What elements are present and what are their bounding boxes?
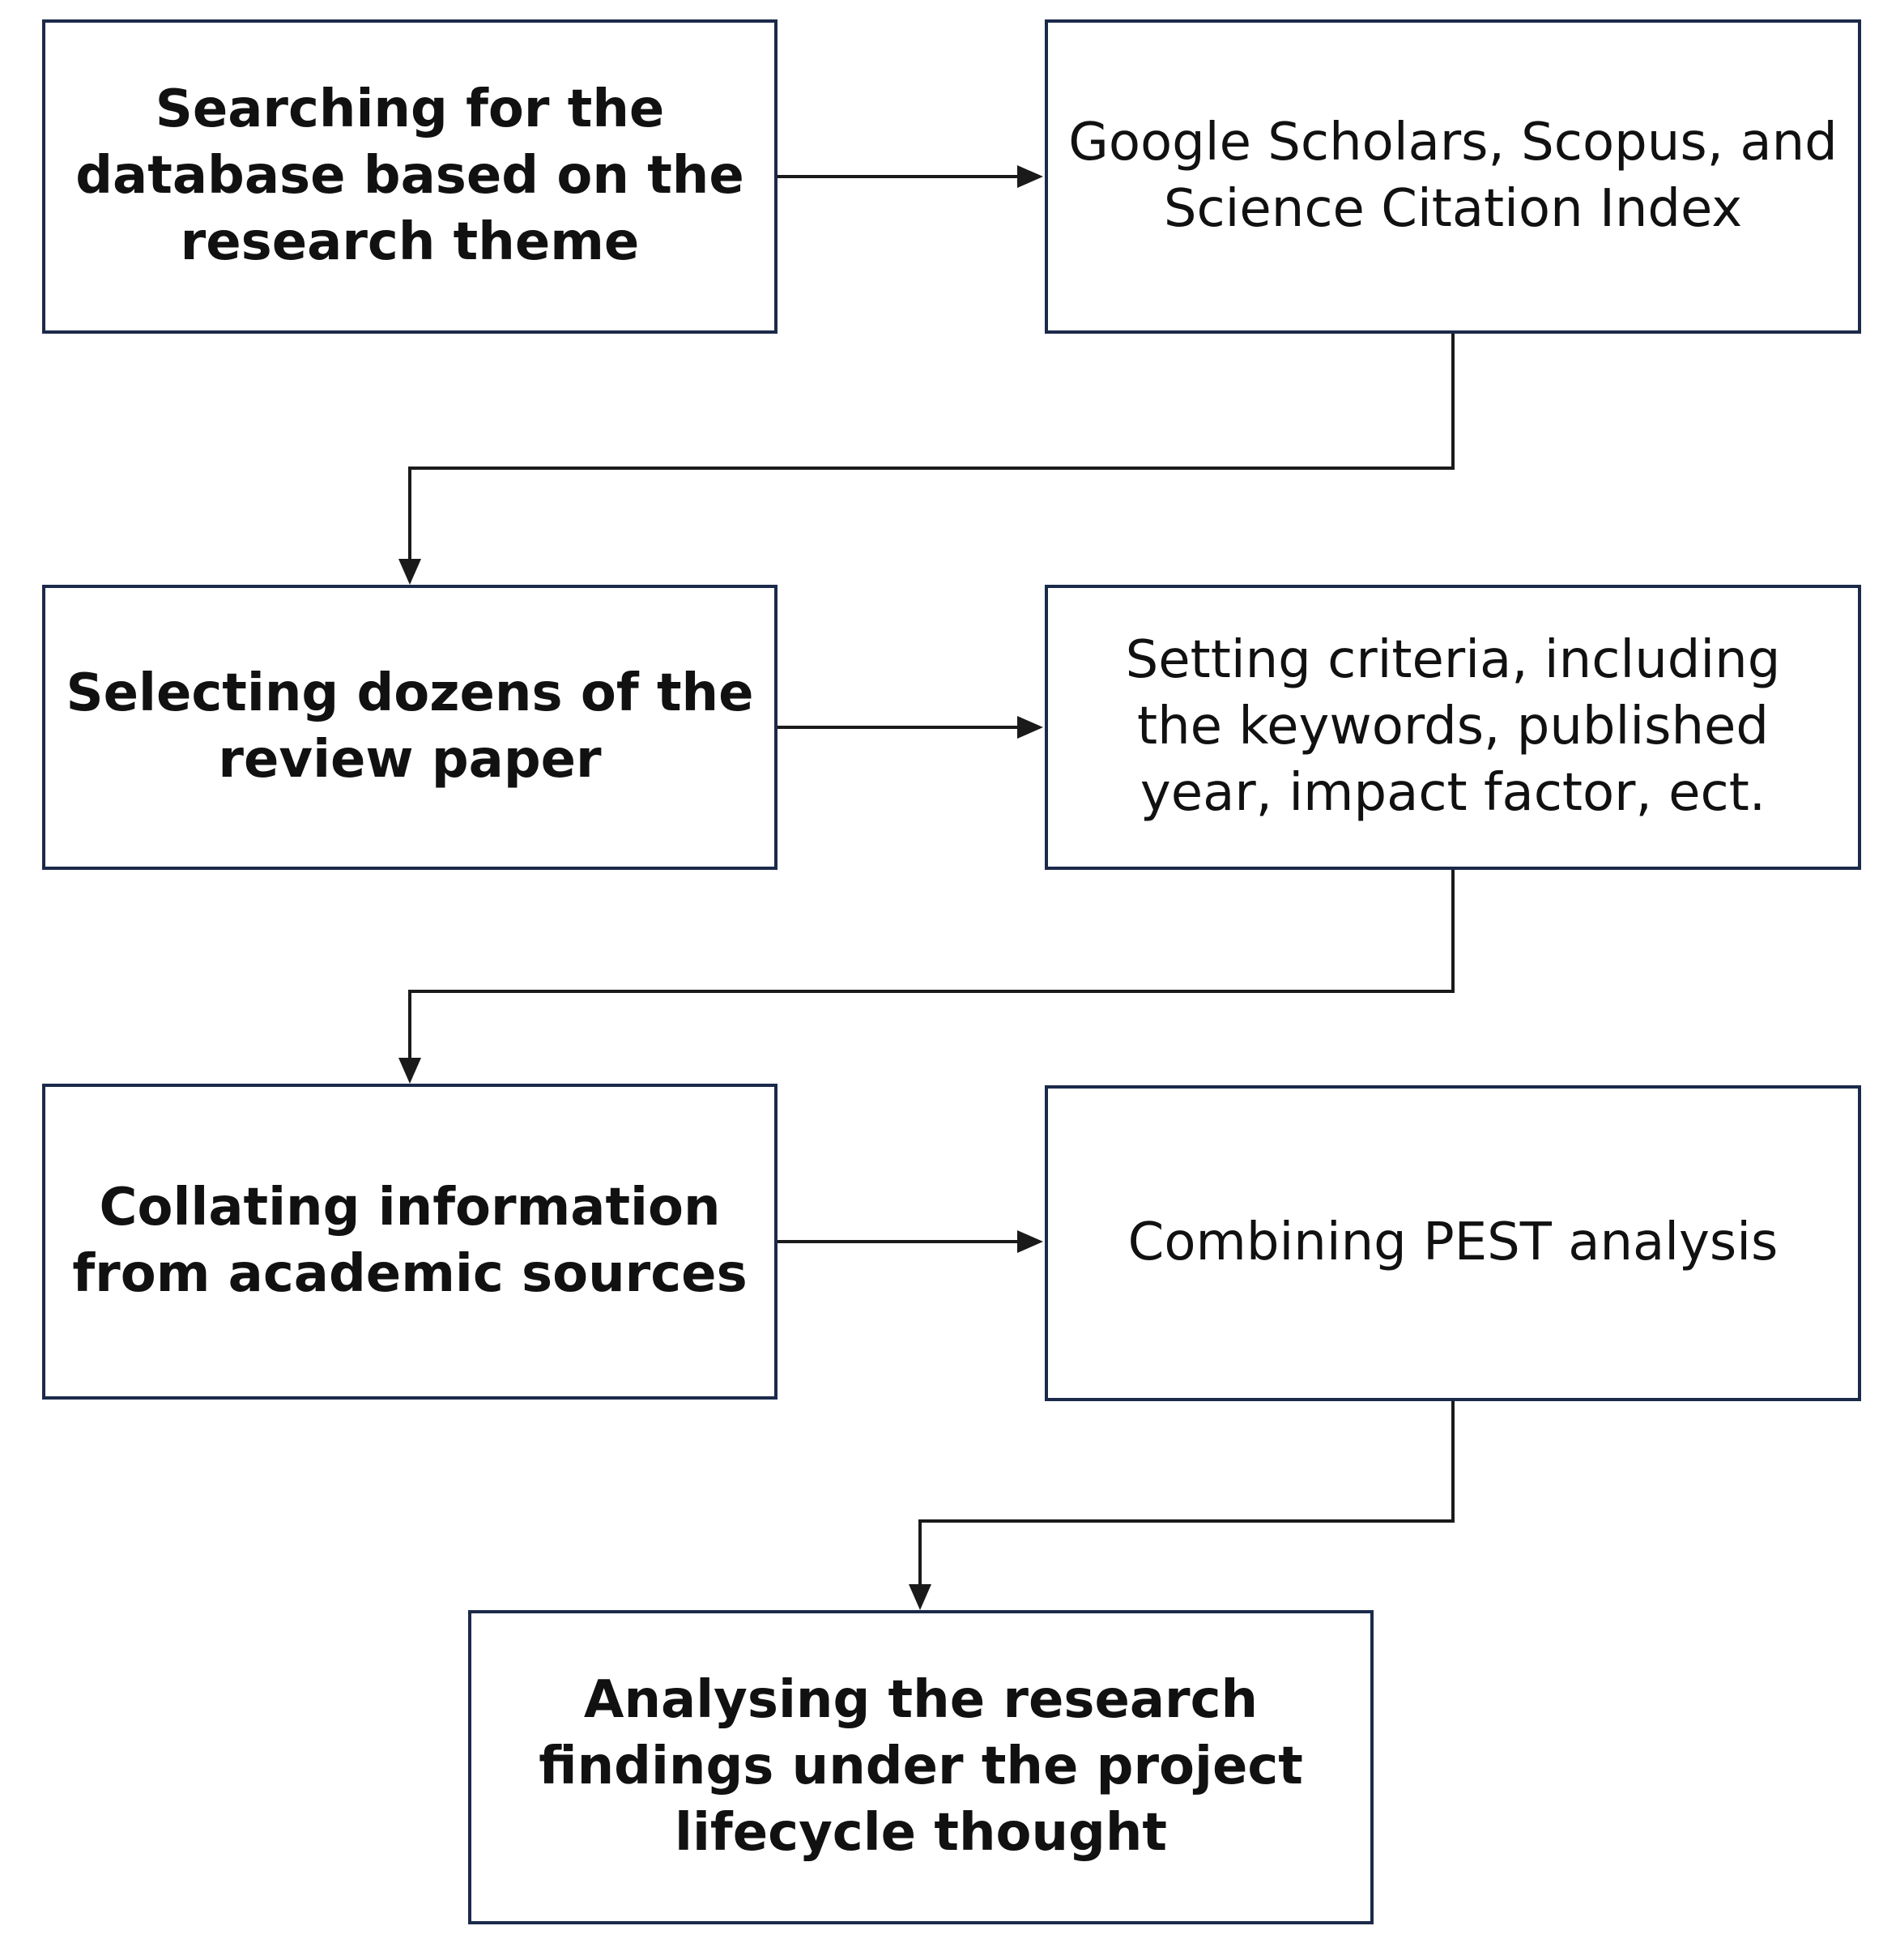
arrow-step2-to-step3 — [398, 334, 1455, 585]
step-box-criteria: Setting criteria, including the keywords… — [1045, 585, 1861, 870]
arrow-step5-to-step6 — [777, 1230, 1043, 1253]
arrow-step6-to-step7 — [909, 1401, 1455, 1610]
step-label: Searching for the database based on the … — [75, 79, 744, 272]
arrow-step1-to-step2 — [777, 165, 1043, 188]
step-label: Collating information from academic sour… — [72, 1178, 748, 1304]
step-box-database-search: Searching for the database based on the … — [42, 19, 777, 334]
step-label: Combining PEST analysis — [1127, 1212, 1779, 1273]
step-box-select-papers: Selecting dozens of the review paper — [42, 585, 777, 870]
step-box-pest-analysis: Combining PEST analysis — [1045, 1085, 1861, 1401]
step-box-collate-information: Collating information from academic sour… — [42, 1084, 777, 1400]
step-label: Selecting dozens of the review paper — [66, 663, 754, 790]
arrow-step3-to-step4 — [777, 716, 1043, 739]
arrow-step4-to-step5 — [398, 870, 1455, 1084]
step-box-analyse-findings: Analysing the research findings under th… — [468, 1610, 1374, 1924]
step-label: Analysing the research findings under th… — [539, 1670, 1303, 1863]
step-box-databases: Google Scholars, Scopus, and Science Cit… — [1045, 19, 1861, 334]
step-label: Setting criteria, including the keywords… — [1125, 630, 1781, 823]
step-label: Google Scholars, Scopus, and Science Cit… — [1068, 113, 1838, 239]
